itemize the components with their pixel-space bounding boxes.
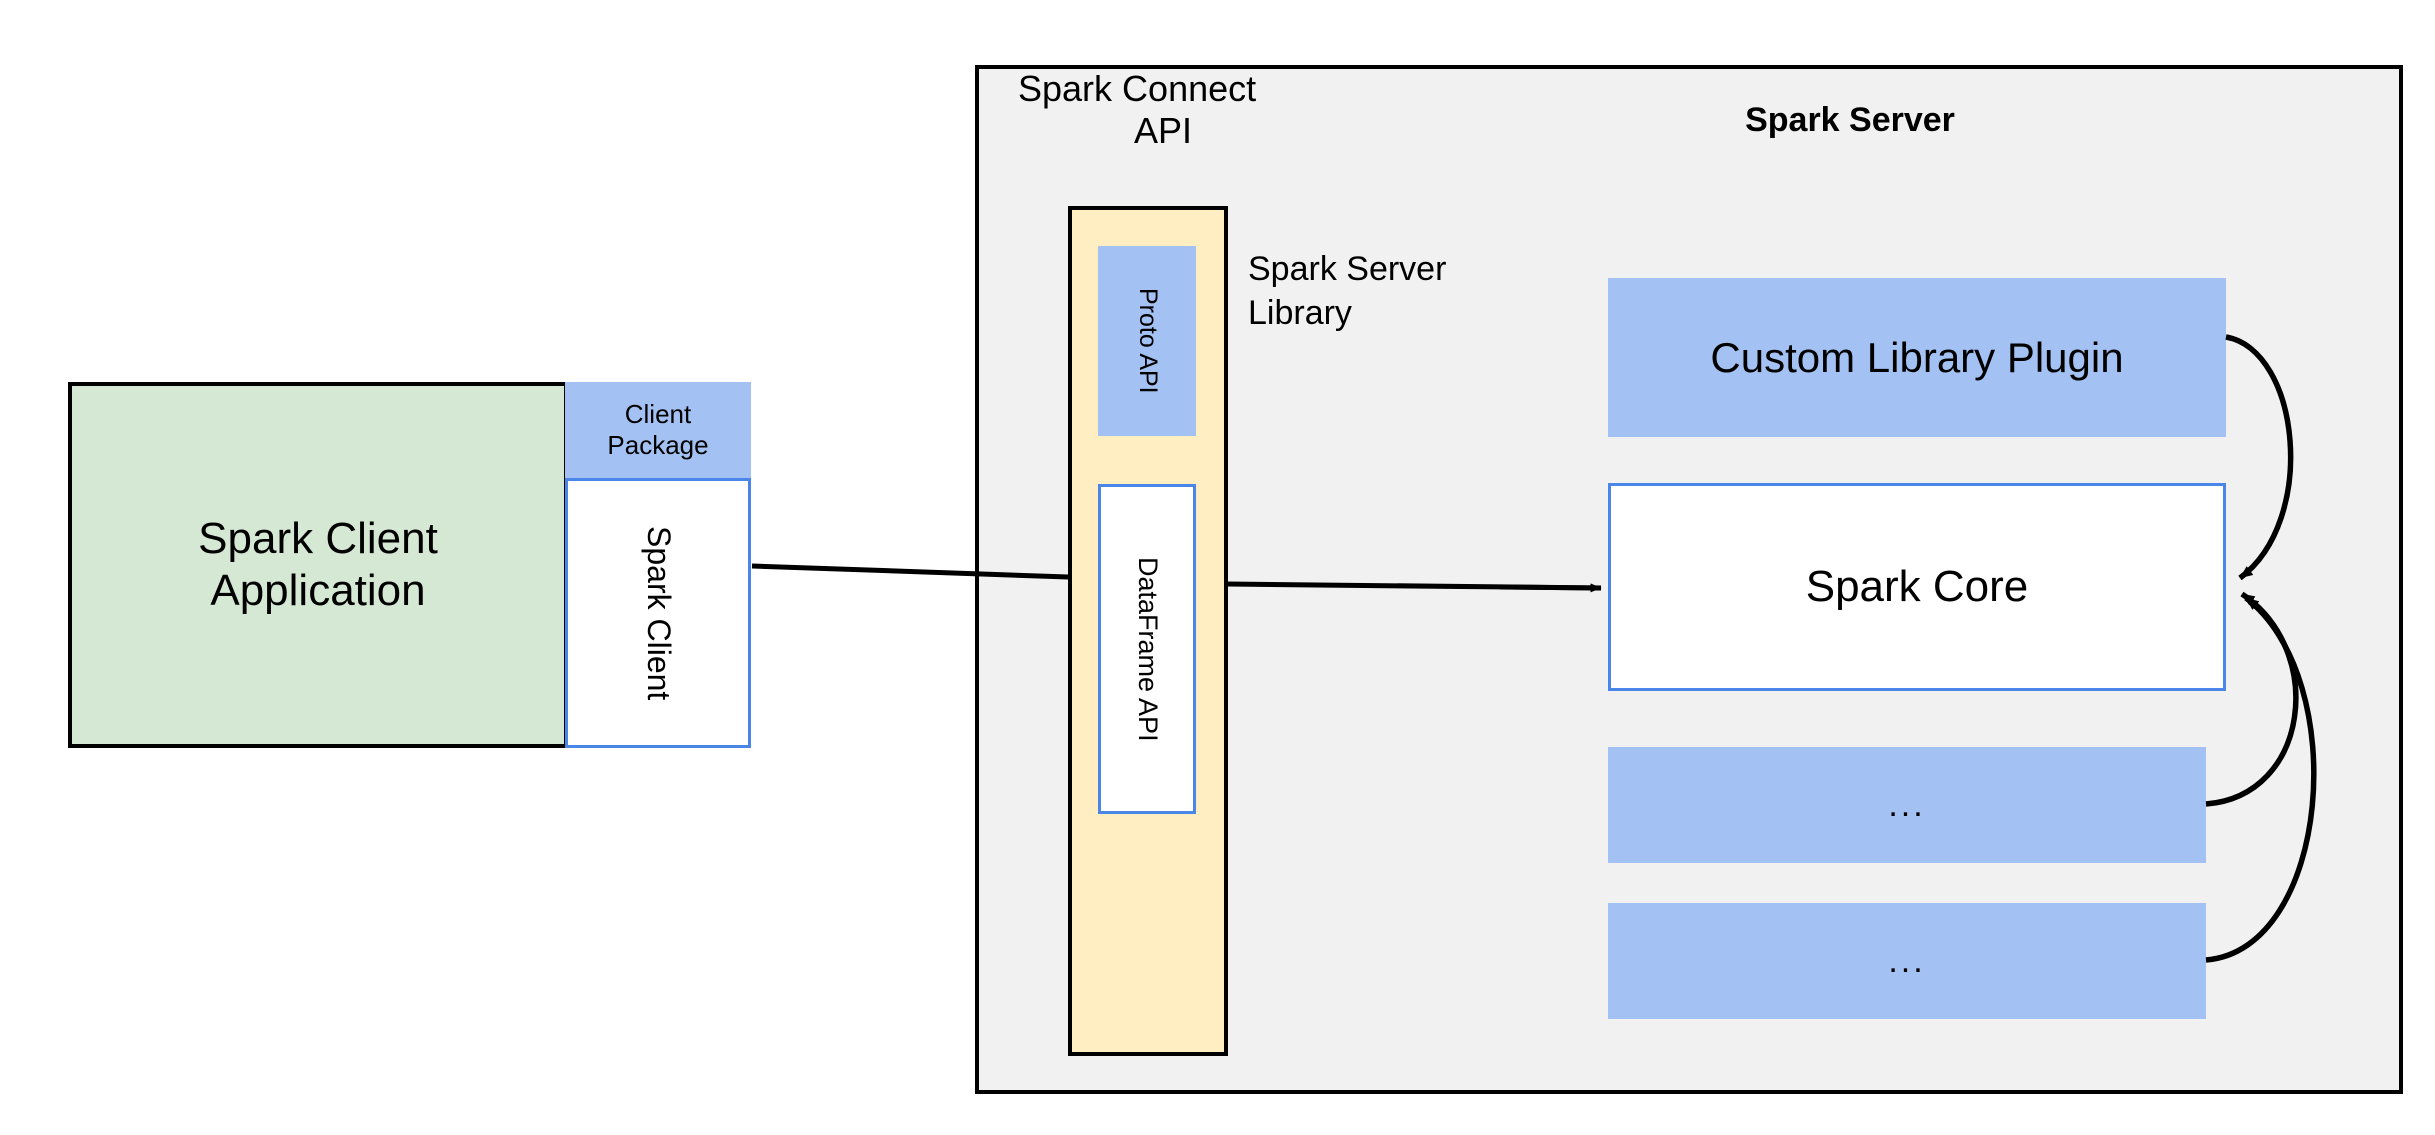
spark-core-label: Spark Core	[1805, 562, 2029, 612]
spark-client-application-label-line1: Spark Client	[198, 514, 438, 564]
spark-server-library-label-line2: Library	[1248, 293, 1352, 332]
server-component-ellipsis-1-label: ...	[1888, 785, 1926, 824]
spark-server-title: Spark Server	[1745, 100, 1955, 139]
spark-server-library-label-line1: Spark Server	[1248, 250, 1447, 288]
custom-library-plugin-box[interactable]: Custom Library Plugin	[1608, 278, 2226, 437]
spark-client-box[interactable]: Spark Client	[565, 478, 751, 748]
spark-client-label: Spark Client	[640, 525, 677, 701]
server-component-ellipsis-2-label: ...	[1888, 941, 1926, 980]
spark-server-library-label: Spark Server Library	[1248, 248, 1548, 340]
spark-client-application-box[interactable]: Spark Client Application	[68, 382, 568, 748]
proto-api-box[interactable]: Proto API	[1098, 246, 1196, 436]
spark-core-box[interactable]: Spark Core	[1608, 483, 2226, 691]
spark-connect-api-label: Spark Connect API	[1018, 68, 1308, 158]
client-package-box[interactable]: Client Package	[565, 382, 751, 478]
spark-connect-api-label-line2: API	[1133, 110, 1193, 152]
server-component-ellipsis-1[interactable]: ...	[1608, 747, 2206, 863]
proto-api-label: Proto API	[1133, 288, 1162, 394]
spark-connect-api-label-line1: Spark Connect	[1018, 68, 1257, 109]
client-package-label-line1: Client	[624, 399, 692, 430]
dataframe-api-label: DataFrame API	[1132, 556, 1163, 742]
custom-library-plugin-label: Custom Library Plugin	[1710, 333, 2124, 381]
dataframe-api-box[interactable]: DataFrame API	[1098, 484, 1196, 814]
client-package-label-line2: Package	[607, 430, 709, 460]
server-component-ellipsis-2[interactable]: ...	[1608, 903, 2206, 1019]
spark-client-application-label-line2: Application	[210, 566, 426, 615]
